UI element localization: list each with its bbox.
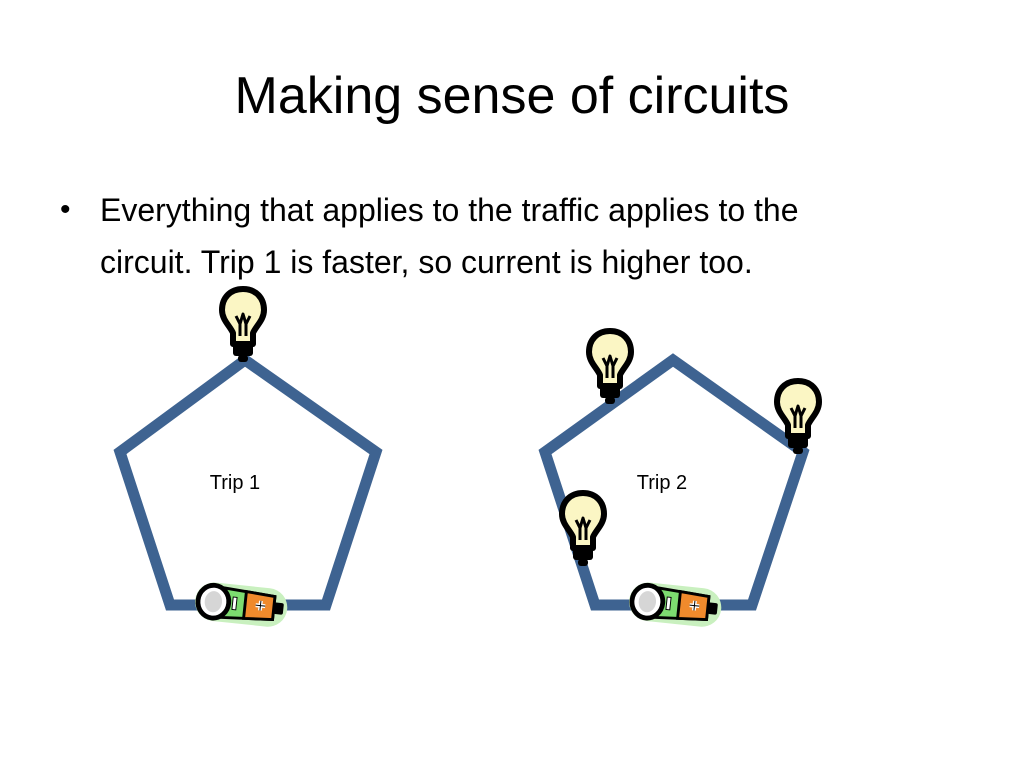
slide-title: Making sense of circuits — [234, 67, 790, 125]
trip-2-label: Trip 2 — [637, 472, 687, 494]
bullet-dot: • — [60, 193, 71, 226]
circuit-1-wire — [113, 353, 383, 611]
bullet-text-line-1: Everything that applies to the traffic a… — [100, 192, 799, 228]
circuit-2-wire — [538, 353, 810, 611]
bullet-item: • Everything that applies to the traffic… — [58, 184, 958, 288]
bullet-text-line-2: circuit. Trip 1 is faster, so current is… — [100, 244, 753, 280]
bullet-list: • Everything that applies to the traffic… — [58, 184, 958, 288]
light-bulb-icon — [562, 493, 604, 566]
circuit-trip-1: Trip 1 — [113, 289, 383, 629]
circuit-trip-2: Trip 2 — [538, 331, 819, 629]
light-bulb-icon — [222, 289, 264, 362]
battery-icon — [627, 581, 723, 629]
trip-1-label: Trip 1 — [210, 472, 260, 494]
battery-icon — [193, 581, 289, 629]
